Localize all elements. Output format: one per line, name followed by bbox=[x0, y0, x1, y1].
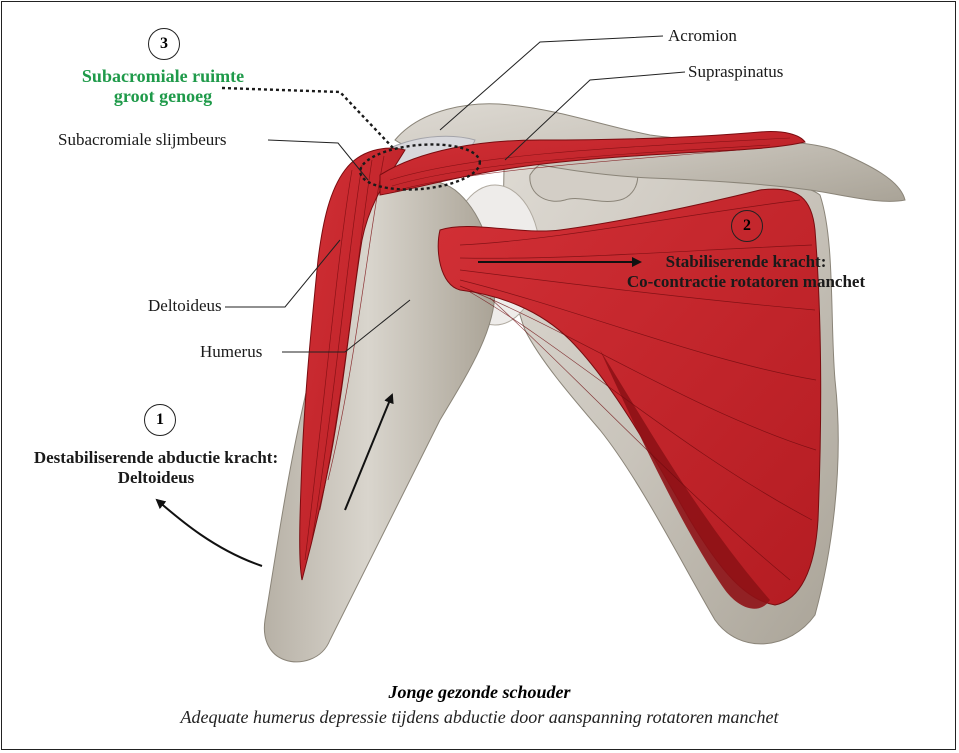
label-acromion: Acromion bbox=[668, 26, 737, 46]
label-supraspinatus: Supraspinatus bbox=[688, 62, 783, 82]
label-bursa: Subacromiale slijmbeurs bbox=[58, 130, 227, 150]
space-note-line2: groot genoeg bbox=[58, 86, 268, 106]
marker-3: 3 bbox=[148, 28, 180, 60]
marker-2: 2 bbox=[731, 210, 763, 242]
label-deltoideus: Deltoideus bbox=[148, 296, 222, 316]
space-note-line1: Subacromiale ruimte bbox=[58, 66, 268, 86]
space-note: Subacromiale ruimte groot genoeg bbox=[58, 66, 268, 106]
stabilizing-note: Stabiliserende kracht: Co-contractie rot… bbox=[598, 252, 894, 292]
caption-subtitle: Adequate humerus depressie tijdens abduc… bbox=[0, 707, 959, 728]
marker-1: 1 bbox=[144, 404, 176, 436]
label-humerus: Humerus bbox=[200, 342, 262, 362]
caption-title: Jonge gezonde schouder bbox=[0, 682, 959, 703]
destabilizing-line2: Deltoideus bbox=[6, 468, 306, 488]
destabilizing-line1: Destabiliserende abductie kracht: bbox=[6, 448, 306, 468]
stabilizing-line2: Co-contractie rotatoren manchet bbox=[598, 272, 894, 292]
stabilizing-line1: Stabiliserende kracht: bbox=[598, 252, 894, 272]
destabilizing-note: Destabiliserende abductie kracht: Deltoi… bbox=[6, 448, 306, 488]
destabilizing-curve-arrow bbox=[157, 500, 262, 566]
